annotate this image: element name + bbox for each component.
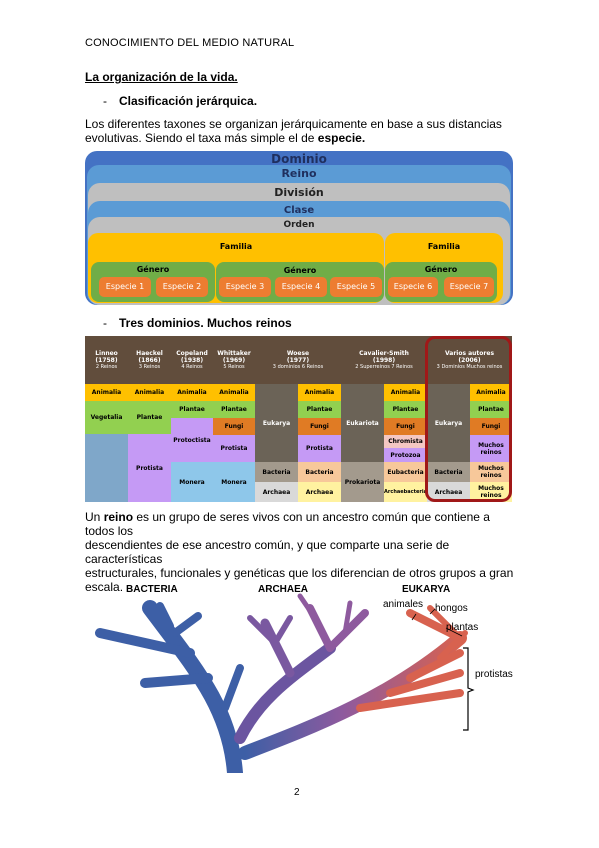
label-familia: Familia [219,242,253,251]
para-line: escala. [85,580,124,594]
cell-eukarya: Eukarya [255,384,298,462]
header-linneo: Linneo(1758)2 Reinos [85,336,128,384]
cell-animalia: Animalia [171,384,213,401]
bullet-text: Clasificación jerárquica. [119,94,258,108]
header-whittaker: Whittaker(1969)5 Reinos [213,336,255,384]
bullet-tres-dominios: -Tres dominios. Muchos reinos [103,316,292,330]
cell-animalia: Animalia [128,384,171,401]
label-reino: Reino [281,167,317,180]
cell-fungi: Fungi [213,418,255,435]
label-genero: Género [136,265,170,274]
cell-muchos-reinos: Muchos reinos [470,482,512,502]
cell-archaea: Archaea [298,482,341,502]
cell-monera: Monera [171,462,213,502]
cell-bacteria: Bacteria [298,462,341,482]
cell-archaea: Archaea [255,482,298,502]
cell-plantae: Plantae [171,401,213,418]
label-animales: animales [383,599,423,610]
cell-bacteria: Bacteria [427,462,470,482]
cell-muchos-reinos: Muchos reinos [470,462,512,482]
header-haeckel: Haeckel(1866)3 Reinos [128,336,171,384]
especie-box: Especie 4 [275,277,327,297]
cell-prokariota: Prokariota [341,462,384,502]
cell-archaebacteria: Archaebacteria [384,482,427,502]
especie-box: Especie 6 [388,277,438,297]
section-title: La organización de la vida. [85,70,238,84]
cell-eubacteria: Eubacteria [384,462,427,482]
header-woese: Woese(1977)3 dominios 6 Reinos [255,336,341,384]
page-number: 2 [294,787,300,798]
label-genero: Género [424,265,458,274]
cell-protozoa: Protozoa [384,448,427,462]
cell-protoctista: Protoctista [171,418,213,462]
label-hongos: hongos [435,603,468,614]
paragraph-reino: Un reino es un grupo de seres vivos con … [85,510,515,594]
cell-eukariota: Eukariota [341,384,384,462]
para-line: Un reino es un grupo de seres vivos con … [85,510,490,538]
cell-archaea: Archaea [427,482,470,502]
header-copeland: Copeland(1938)4 Reinos [171,336,213,384]
hierarchy-diagram: Dominio Reino División Clase Orden Famil… [85,151,513,305]
phylogenetic-tree: BACTERIA ARCHAEA EUKARYA animales hongos… [95,584,513,773]
especie-box: Especie 5 [330,277,382,297]
para-text: evolutivas. Siendo el taxa más simple el… [85,131,318,145]
bullet-text: Tres dominios. Muchos reinos [119,316,292,330]
cell-vegetalia: Vegetalia [85,401,128,434]
label-dominio: Dominio [271,152,327,166]
cell-empty [85,434,128,502]
cell-plantae: Plantae [470,401,512,418]
bullet-clasificacion: -Clasificación jerárquica. [103,94,257,108]
bullet-dash: - [103,94,107,108]
especie-box: Especie 3 [219,277,271,297]
header-cavalier: Cavalier-Smith(1998)2 Superreinos 7 Rein… [341,336,427,384]
cell-chromista: Chromista [384,435,427,448]
paragraph-taxones: Los diferentes taxones se organizan jerá… [85,117,515,145]
cell-plantae: Plantae [128,401,171,434]
cell-protista: Protista [213,435,255,462]
cell-bacteria: Bacteria [255,462,298,482]
cell-fungi: Fungi [298,418,341,435]
especie-box: Especie 1 [99,277,151,297]
cell-monera: Monera [213,462,255,502]
cell-protista: Protista [128,434,171,502]
label-clase: Clase [283,205,315,216]
label-protistas: protistas [475,669,513,680]
cell-animalia: Animalia [470,384,512,401]
label-bacteria: BACTERIA [126,584,178,595]
cell-plantae: Plantae [213,401,255,418]
cell-plantae: Plantae [384,401,427,418]
cell-animalia: Animalia [213,384,255,401]
para-line: Los diferentes taxones se organizan jerá… [85,117,502,131]
header-varios: Varios autores(2006)3 Dominios Muchos re… [427,336,512,384]
cell-plantae: Plantae [298,401,341,418]
label-archaea: ARCHAEA [258,584,308,595]
para-line: evolutivas. Siendo el taxa más simple el… [85,131,515,145]
cell-animalia: Animalia [85,384,128,401]
kingdoms-table: Linneo(1758)2 Reinos Haeckel(1866)3 Rein… [85,336,512,502]
para-line: estructurales, funcionales y genéticas q… [85,566,514,580]
cell-fungi: Fungi [470,418,512,435]
especie-box: Especie 2 [156,277,208,297]
bullet-dash: - [103,316,107,330]
label-plantas: plantas [446,622,478,633]
label-orden: Orden [283,220,315,230]
especie-box: Especie 7 [444,277,494,297]
label-division: División [274,186,324,199]
cell-eukarya: Eukarya [427,384,470,462]
cell-fungi: Fungi [384,418,427,435]
cell-muchos-reinos: Muchos reinos [470,435,512,462]
highlight-frame [425,336,512,502]
cell-animalia: Animalia [298,384,341,401]
label-eukarya: EUKARYA [402,584,450,595]
cell-animalia: Animalia [384,384,427,401]
para-line: descendientes de ese ancestro común, y q… [85,538,450,566]
cell-protista: Protista [298,435,341,462]
label-genero: Género [283,266,317,275]
document-header: CONOCIMIENTO DEL MEDIO NATURAL [85,37,295,49]
label-familia: Familia [427,242,461,251]
para-bold: especie. [317,131,366,145]
